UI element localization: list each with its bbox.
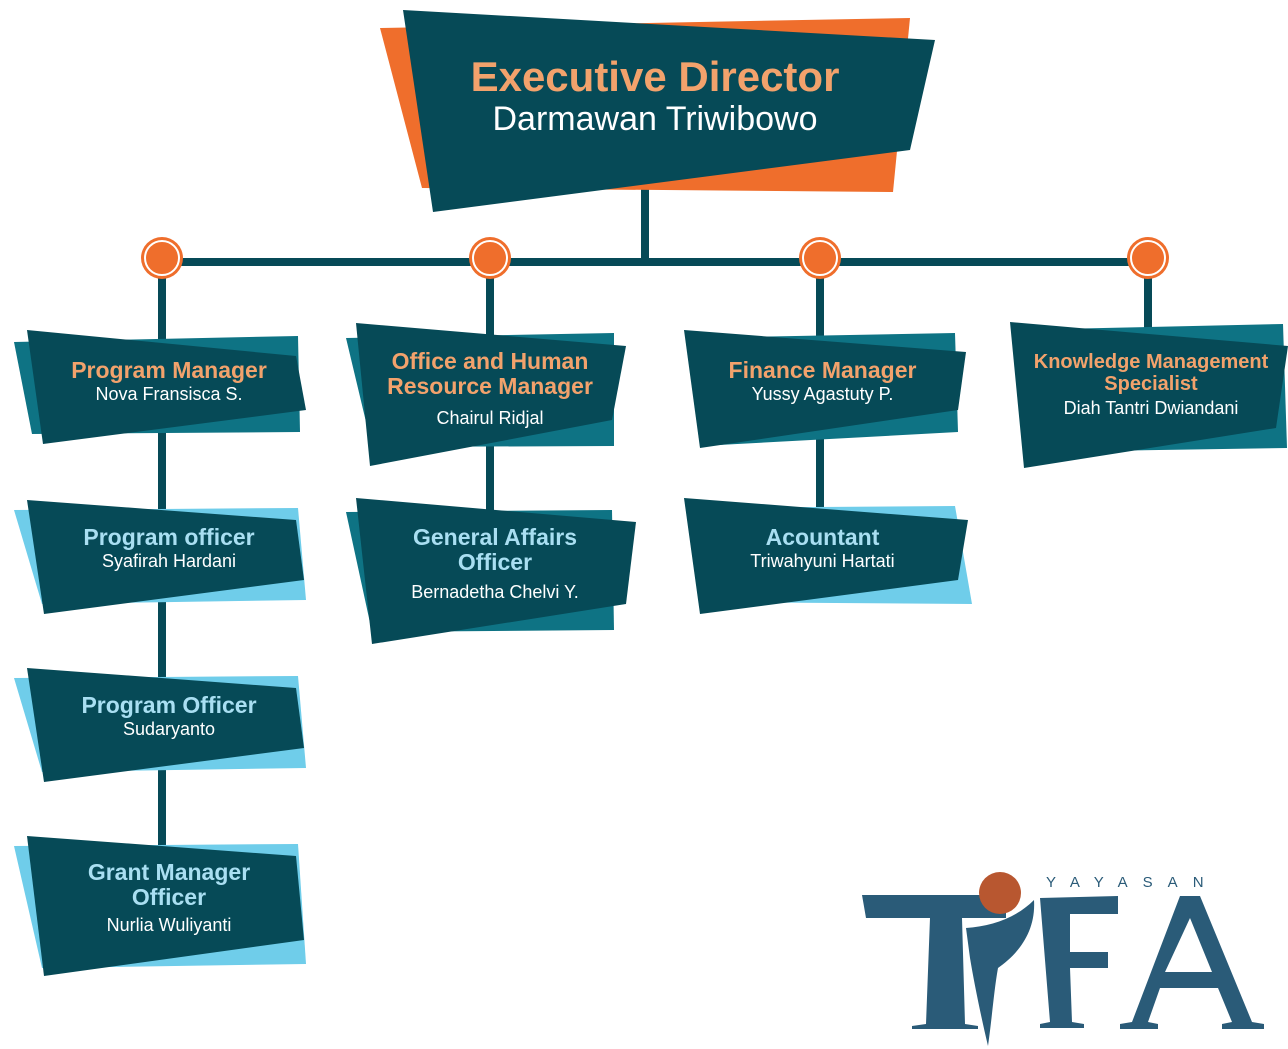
staff-box-program-officer-1: [14, 500, 306, 614]
role-title: Program Manager: [71, 357, 267, 383]
role-title: Program Officer: [81, 692, 257, 718]
person-name: Nurlia Wuliyanti: [106, 914, 232, 935]
junction-node-finance: [799, 237, 841, 279]
junction-nodes: [141, 237, 1169, 279]
manager-label-finance: Finance Manager Yussy Agastuty P.: [700, 358, 945, 405]
staff-box-grant-manager: [14, 836, 306, 976]
logo-letter-f: [1040, 896, 1118, 1028]
logo-letter-t: [862, 895, 1006, 1029]
person-name: Sudaryanto: [122, 718, 216, 739]
person-name: Chairul Ridjal: [436, 407, 544, 428]
director-box: [380, 10, 935, 212]
role-title: Knowledge Management Specialist: [1033, 351, 1269, 395]
manager-box-office-hr: [346, 323, 626, 466]
logo-letter-a: [1120, 896, 1264, 1029]
person-name: Diah Tantri Dwiandani: [1063, 398, 1239, 419]
manager-box-finance: [684, 330, 966, 448]
role-title: Office and Human Resource Manager: [387, 348, 593, 399]
staff-box-program-officer-2: [14, 668, 306, 782]
junction-node-office-hr: [469, 237, 511, 279]
person-name: Yussy Agastuty P.: [751, 383, 894, 404]
role-title: Program officer: [83, 524, 255, 550]
junction-node-knowledge: [1127, 237, 1169, 279]
logo-letter-i: [966, 900, 1035, 1046]
staff-box-accountant: [684, 498, 972, 614]
staff-label-program-officer-2: Program Officer Sudaryanto: [44, 693, 294, 740]
role-title: Finance Manager: [728, 357, 917, 383]
person-name: Bernadetha Chelvi Y.: [411, 581, 579, 602]
role-title: General Affairs Officer: [412, 524, 578, 575]
person-name: Triwahyuni Hartati: [750, 550, 895, 571]
connector-lines: [158, 185, 1152, 850]
staff-label-general-affairs: General Affairs Officer Bernadetha Chelv…: [390, 525, 600, 603]
person-name: Nova Fransisca S.: [95, 383, 243, 404]
manager-box-knowledge: [1010, 322, 1288, 468]
manager-box-program: [14, 330, 306, 444]
director-label: Executive Director Darmawan Triwibowo: [430, 54, 880, 140]
director-title: Executive Director: [470, 53, 840, 100]
staff-label-accountant: Acountant Triwahyuni Hartati: [700, 525, 945, 572]
manager-label-office-hr: Office and Human Resource Manager Chairu…: [370, 349, 610, 429]
manager-label-knowledge: Knowledge Management Specialist Diah Tan…: [1022, 351, 1280, 420]
manager-label-program: Program Manager Nova Fransisca S.: [44, 358, 294, 405]
role-title: Grant Manager Officer: [87, 859, 251, 910]
role-title: Acountant: [765, 524, 880, 550]
tifa-logo: [862, 872, 1264, 1046]
director-name: Darmawan Triwibowo: [492, 100, 818, 139]
staff-label-grant-manager: Grant Manager Officer Nurlia Wuliyanti: [74, 860, 264, 936]
person-name: Syafirah Hardani: [101, 550, 237, 571]
logo-orange-dot: [979, 872, 1021, 914]
staff-label-program-officer-1: Program officer Syafirah Hardani: [44, 525, 294, 572]
staff-box-general-affairs: [346, 498, 636, 644]
junction-node-program: [141, 237, 183, 279]
logo-yayasan-text: YAYASAN: [1046, 874, 1219, 891]
